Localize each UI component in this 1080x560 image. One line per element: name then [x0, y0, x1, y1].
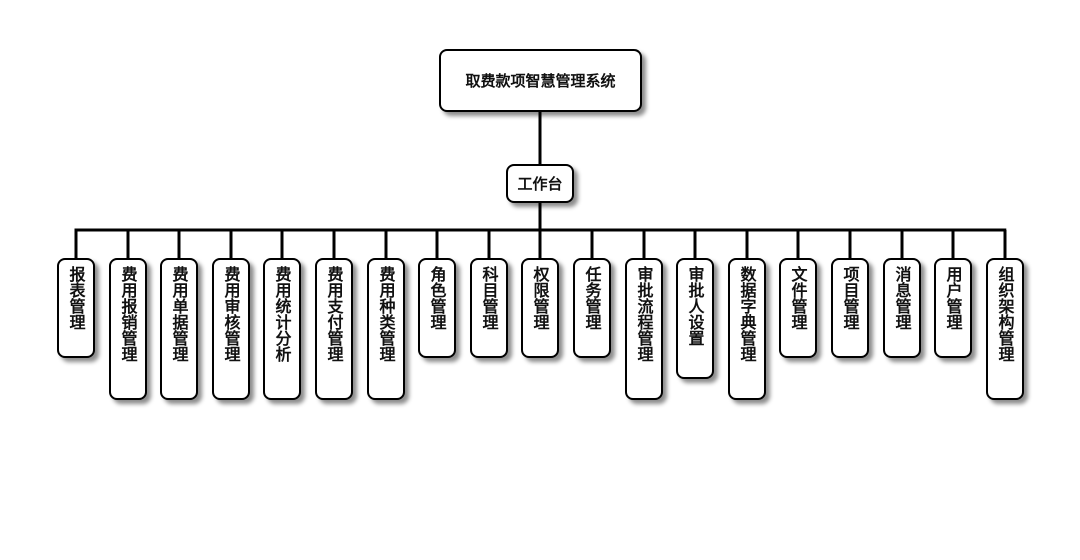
- module-node: 项目管理: [831, 258, 869, 358]
- module-node: 权限管理: [521, 258, 559, 358]
- module-node: 报表管理: [57, 258, 95, 358]
- module-node: 数据字典管理: [728, 258, 766, 400]
- module-node: 费用报销管理: [109, 258, 147, 400]
- module-node: 文件管理: [779, 258, 817, 358]
- module-node: 费用支付管理: [315, 258, 353, 400]
- root-node-system-title: 取费款项智慧管理系统: [439, 49, 642, 112]
- module-node: 消息管理: [883, 258, 921, 358]
- module-node: 费用单据管理: [160, 258, 198, 400]
- module-node: 角色管理: [418, 258, 456, 358]
- module-node: 费用种类管理: [367, 258, 405, 400]
- hub-node-workbench: 工作台: [506, 164, 574, 203]
- module-node: 任务管理: [573, 258, 611, 358]
- module-node: 费用统计分析: [263, 258, 301, 400]
- module-node: 科目管理: [470, 258, 508, 358]
- module-node: 用户管理: [934, 258, 972, 358]
- module-node: 审批人设置: [676, 258, 714, 379]
- module-node: 费用审核管理: [212, 258, 250, 400]
- module-node: 审批流程管理: [625, 258, 663, 400]
- module-node: 组织架构管理: [986, 258, 1024, 400]
